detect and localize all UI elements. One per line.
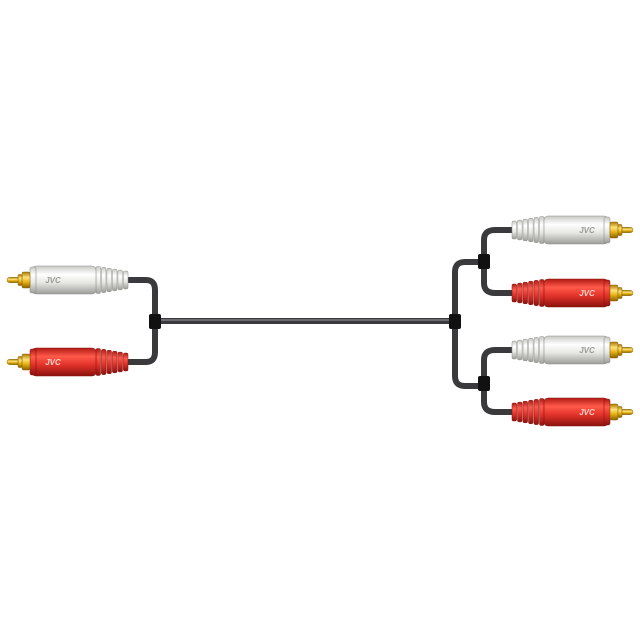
right-lower-splitter-clip — [478, 376, 490, 391]
plug-rim — [603, 336, 611, 364]
red-rca-plug: JVC — [511, 278, 634, 308]
plug-rim — [29, 348, 37, 376]
plug-body — [543, 278, 609, 308]
red-rca-plug: JVC — [511, 397, 634, 427]
gold-collar — [17, 274, 23, 286]
plug-rim — [603, 279, 611, 307]
gold-pin — [621, 347, 634, 353]
gold-collar — [617, 287, 623, 299]
gold-collar — [617, 406, 623, 418]
gold-pin — [621, 409, 634, 415]
white-rca-plug: JVC — [511, 215, 634, 245]
strain-relief — [511, 279, 545, 307]
brand-logo-text: JVC — [579, 226, 595, 235]
right-splitter-clip — [449, 314, 461, 329]
right-upper-splitter-clip — [478, 254, 490, 269]
plug-body — [31, 265, 97, 295]
gold-pin — [621, 290, 634, 296]
gold-collar — [617, 344, 623, 356]
gold-sleeve — [609, 221, 619, 239]
strain-relief — [511, 216, 545, 244]
plug-body — [543, 215, 609, 245]
gold-sleeve — [609, 403, 619, 421]
splitter-clips — [149, 254, 490, 391]
gold-collar — [617, 224, 623, 236]
gold-pin — [621, 227, 634, 233]
strain-relief — [511, 398, 545, 426]
gold-sleeve — [21, 271, 31, 289]
gold-sleeve — [21, 353, 31, 371]
gold-pin — [6, 277, 19, 283]
strain-relief — [95, 348, 129, 376]
brand-logo-text: JVC — [579, 289, 595, 298]
plug-group: JVC JVC JVC JVC JVC JVC — [6, 215, 634, 427]
red-rca-plug: JVC — [6, 347, 129, 377]
left-splitter-clip — [149, 314, 161, 329]
plug-rim — [603, 216, 611, 244]
gold-collar — [17, 356, 23, 368]
brand-logo-text: JVC — [579, 346, 595, 355]
strain-relief — [511, 336, 545, 364]
plug-rim — [603, 398, 611, 426]
gold-sleeve — [609, 341, 619, 359]
gold-sleeve — [609, 284, 619, 302]
brand-logo-text: JVC — [45, 358, 61, 367]
white-rca-plug: JVC — [511, 335, 634, 365]
right-cable-split — [452, 259, 487, 389]
plug-body — [543, 335, 609, 365]
plug-body — [543, 397, 609, 427]
brand-logo-text: JVC — [579, 408, 595, 417]
plug-body — [31, 347, 97, 377]
gold-pin — [6, 359, 19, 365]
strain-relief — [95, 266, 129, 294]
white-rca-plug: JVC — [6, 265, 129, 295]
brand-logo-text: JVC — [45, 276, 61, 285]
plug-rim — [29, 266, 37, 294]
